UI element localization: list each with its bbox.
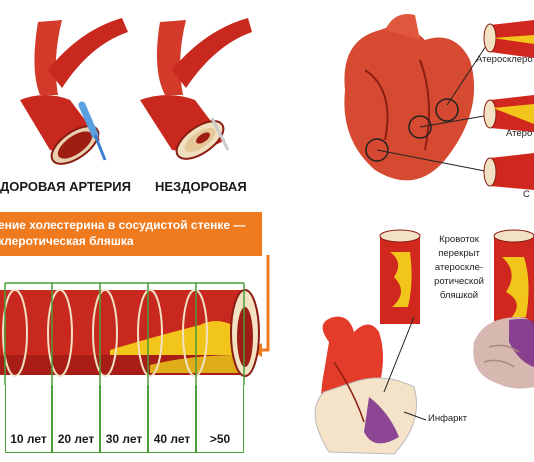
callout-vessel-2 [483, 95, 534, 132]
callout-label-1: Атеросклеро [476, 54, 533, 65]
age-label: 20 лет [57, 432, 95, 446]
heart-callout-panel: Атеросклеро Атеро С [325, 0, 534, 205]
age-box-10: 10 лет [5, 385, 52, 453]
age-box-30: 30 лет [100, 385, 148, 453]
blocked-vessel-1 [379, 229, 421, 324]
caption-line: ротической [434, 276, 484, 287]
callout-label-3: С [523, 189, 530, 200]
healthy-artery [20, 18, 128, 165]
artery-comparison-illustration [20, 18, 252, 165]
callout-label-2: Атеро [506, 128, 533, 139]
caption-line: Кровоток [439, 234, 479, 245]
age-label: 30 лет [105, 432, 143, 446]
age-box-20: 20 лет [52, 385, 100, 453]
unhealthy-artery-caption: НЕЗДОРОВАЯ [155, 179, 247, 194]
healthy-artery-caption: ДОРОВАЯ АРТЕРИЯ [0, 179, 131, 194]
age-box-40: 40 лет [148, 385, 196, 453]
unhealthy-artery [140, 18, 252, 160]
brain [473, 317, 534, 389]
banner-line-1: ение холестерина в сосудистой стенке — [0, 218, 246, 232]
age-label: 10 лет [10, 432, 47, 446]
plaque-progression-illustration [0, 255, 270, 385]
callout-vessel-1 [483, 20, 534, 58]
age-box-50plus: >50 [196, 385, 244, 453]
blocked-vessel-2 [493, 229, 534, 329]
callout-vessel-3 [483, 153, 534, 190]
age-label: >50 [209, 432, 231, 446]
caption-line: атероскле- [434, 262, 484, 273]
artery-comparison-panel: ДОРОВАЯ АРТЕРИЯ НЕЗДОРОВАЯ [0, 0, 265, 205]
infarct-illustration [314, 229, 534, 455]
caption-line: перекрыт [438, 248, 480, 259]
blocked-flow-caption: Кровоток перекрыт атероскле- ротической … [429, 233, 489, 303]
age-label: 40 лет [153, 432, 191, 446]
cholesterol-banner: ение холестерина в сосудистой стенке — к… [0, 212, 262, 256]
heart-illustration [344, 14, 534, 190]
caption-line: бляшкой [439, 290, 479, 301]
infarct-label: Инфаркт [428, 413, 468, 424]
heart-with-infarct [314, 316, 427, 455]
banner-line-2: клеротическая бляшка [0, 234, 134, 248]
